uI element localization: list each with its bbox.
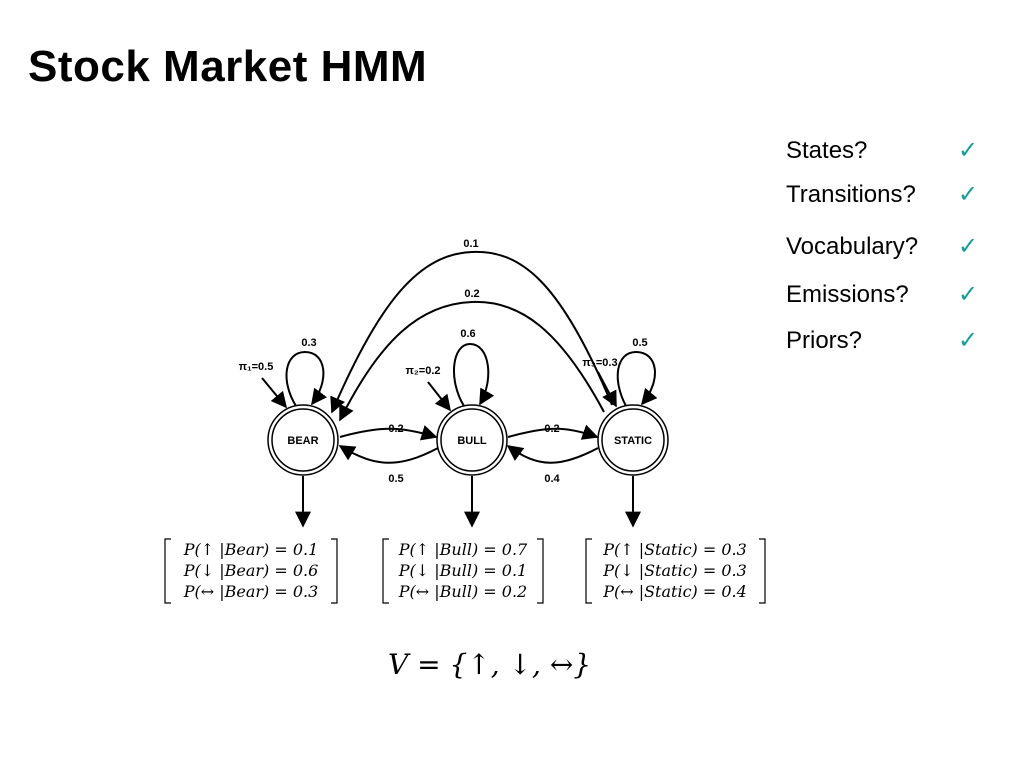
emission-probability: P(↓ |Static) = 0.3 [603, 561, 747, 580]
state-label: STATIC [614, 435, 652, 447]
state-label: BULL [457, 435, 487, 447]
state-label: BEAR [287, 435, 318, 447]
checklist-item-transitions: Transitions? ✓ [786, 180, 1006, 210]
slide-title: Stock Market HMM [28, 42, 428, 91]
transition-label: 0.5 [388, 473, 403, 485]
checkmark-icon: ✓ [958, 281, 979, 308]
arc-static-to-bear-outer [330, 250, 613, 414]
emission-probability: P(↑ |Bull) = 0.7 [398, 540, 528, 559]
vocabulary-formula: V = {↑, ↓, ↔} [388, 648, 592, 681]
emission-probability: P(↑ |Static) = 0.3 [603, 540, 747, 559]
checkmark-icon: ✓ [958, 327, 979, 354]
emission-probability: P(↓ |Bear) = 0.6 [183, 561, 319, 580]
checkmark-icon: ✓ [958, 137, 979, 164]
state-bear: BEAR [267, 404, 339, 476]
emission-matrix-bear-brackets [164, 538, 338, 604]
emission-matrix-static-brackets [585, 538, 766, 604]
checkmark-icon: ✓ [958, 181, 979, 208]
checklist: States? ✓ Transitions? ✓ Vocabulary? ✓ E… [786, 136, 1006, 354]
transition-label: 0.2 [544, 423, 559, 435]
emission-probability: P(↑ |Bear) = 0.1 [183, 540, 319, 559]
checklist-item-vocabulary: Vocabulary? ✓ [786, 232, 1006, 262]
state-bull: BULL [436, 404, 508, 476]
emission-probability: P(↔ |Bull) = 0.2 [398, 582, 528, 601]
emission-probability: P(↓ |Bull) = 0.1 [398, 561, 528, 580]
state-static: STATIC [597, 404, 669, 476]
arc-bull-to-bear [338, 445, 439, 464]
transition-label: 0.2 [464, 288, 479, 300]
checklist-label: Transitions? [786, 181, 916, 208]
self-loop-bear [285, 350, 328, 407]
checklist-label: Vocabulary? [786, 233, 919, 260]
emission-matrix-bull-brackets [382, 538, 544, 604]
emission-probability: P(↔ |Static) = 0.4 [603, 582, 747, 601]
checklist-item-emissions: Emissions? ✓ [786, 280, 1006, 310]
emission-matrix-bear: P(↑ |Bear) = 0.1 P(↓ |Bear) = 0.6 P(↔ |B… [172, 539, 330, 602]
prior-arrow-bull [427, 381, 451, 412]
emission-matrix-bull: P(↑ |Bull) = 0.7 P(↓ |Bull) = 0.1 P(↔ |B… [390, 539, 536, 602]
emission-probability: P(↔ |Bear) = 0.3 [183, 582, 319, 601]
checkmark-icon: ✓ [958, 233, 979, 260]
arc-static-to-bull [506, 445, 599, 464]
self-loop-bull [453, 342, 495, 407]
checklist-label: States? [786, 137, 868, 164]
prior-arrow-static [597, 371, 617, 408]
prior-arrow-bear [261, 377, 288, 409]
self-loop-static [616, 350, 658, 407]
prior-label: π₁=0.5 [239, 361, 274, 373]
transition-label: 0.5 [632, 337, 647, 349]
arc-bull-to-static [507, 424, 599, 440]
checklist-item-states: States? ✓ [786, 136, 1006, 166]
emission-matrix-static: P(↑ |Static) = 0.3 P(↓ |Static) = 0.3 P(… [592, 539, 758, 602]
transition-label: 0.6 [460, 328, 475, 340]
prior-label: π₂=0.2 [405, 365, 440, 377]
transition-label: 0.4 [544, 473, 560, 485]
checklist-label: Priors? [786, 327, 863, 354]
checklist-item-priors: Priors? ✓ [786, 326, 1006, 356]
arc-bear-to-bull [339, 425, 438, 441]
checklist-label: Emissions? [786, 281, 909, 308]
arc-static-to-bear-inner [339, 300, 605, 422]
transition-label: 0.2 [388, 423, 403, 435]
transition-label: 0.1 [463, 238, 478, 250]
prior-label: π₃=0.3 [582, 357, 617, 369]
transition-label: 0.3 [301, 337, 316, 349]
